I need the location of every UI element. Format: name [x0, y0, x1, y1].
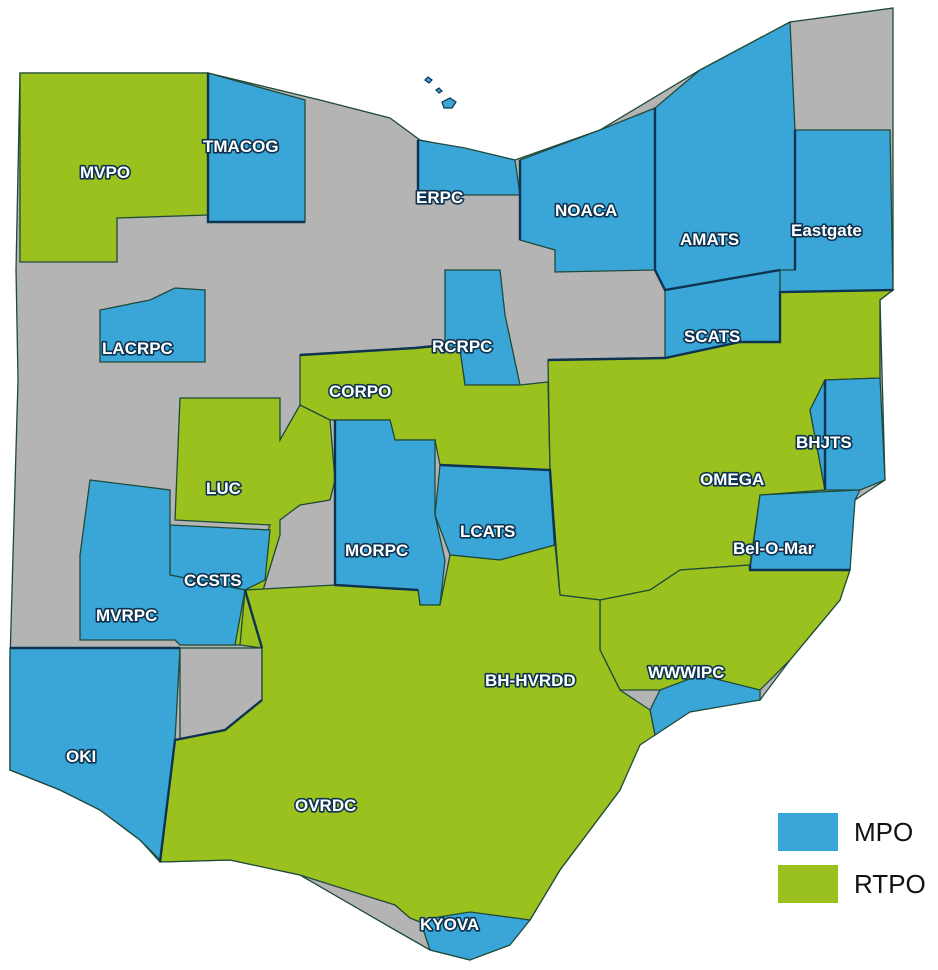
region-label: MVPO [80, 163, 130, 182]
region-area-kyova [419, 911, 532, 961]
region-label: CORPO [329, 382, 391, 401]
legend-swatch-mpo [778, 813, 838, 851]
region-label: AMATS [680, 230, 739, 249]
region-label: NOACA [555, 201, 617, 220]
region-label: OKI [66, 747, 96, 766]
region-area-bel-o-mar [749, 489, 862, 571]
region-label: Eastgate [791, 221, 862, 240]
region-label: OVRDC [295, 796, 356, 815]
region-area-mvrpc [79, 479, 246, 646]
region-label: BHJTS [796, 433, 852, 452]
region-label: SCATS [684, 327, 740, 346]
region-label: LACRPC [102, 339, 173, 358]
legend-item-mpo: MPO [778, 806, 926, 858]
legend-label-mpo: MPO [854, 816, 914, 847]
region-label: Bel-O-Mar [733, 539, 815, 558]
region-labels: MVPO TMACOG ERPC NOACA AMATS Eastgate LA… [64, 135, 863, 935]
region-label: RCRPC [432, 337, 492, 356]
region-label: WWWIPC [648, 663, 724, 682]
legend-label-rtpo: RTPO [854, 868, 926, 899]
region-label: OMEGA [700, 470, 764, 489]
region-label: LCATS [460, 522, 515, 541]
region-label: CCSTS [184, 571, 242, 590]
region-boundaries [10, 73, 894, 863]
region-label: ERPC [416, 188, 463, 207]
region-label: KYOVA [420, 915, 479, 934]
legend-swatch-rtpo [778, 865, 838, 903]
region-area-eastgate [779, 129, 894, 293]
legend-item-rtpo: RTPO [778, 858, 926, 910]
region-label: MVRPC [96, 606, 157, 625]
lake-erie-islands [424, 76, 457, 109]
region-area-erpc [417, 139, 521, 196]
region-label: MORPC [345, 541, 408, 560]
region-area-oki [9, 647, 181, 862]
region-area-amats [654, 20, 796, 291]
map-legend: MPO RTPO [778, 806, 926, 910]
region-area-lcats [434, 464, 556, 561]
region-label: BH-HVRDD [485, 671, 576, 690]
region-label: TMACOG [203, 137, 279, 156]
region-area-noaca [519, 107, 656, 273]
region-area-morpc [334, 419, 446, 606]
region-area-lacrpc [99, 287, 206, 363]
region-label: LUC [206, 479, 241, 498]
